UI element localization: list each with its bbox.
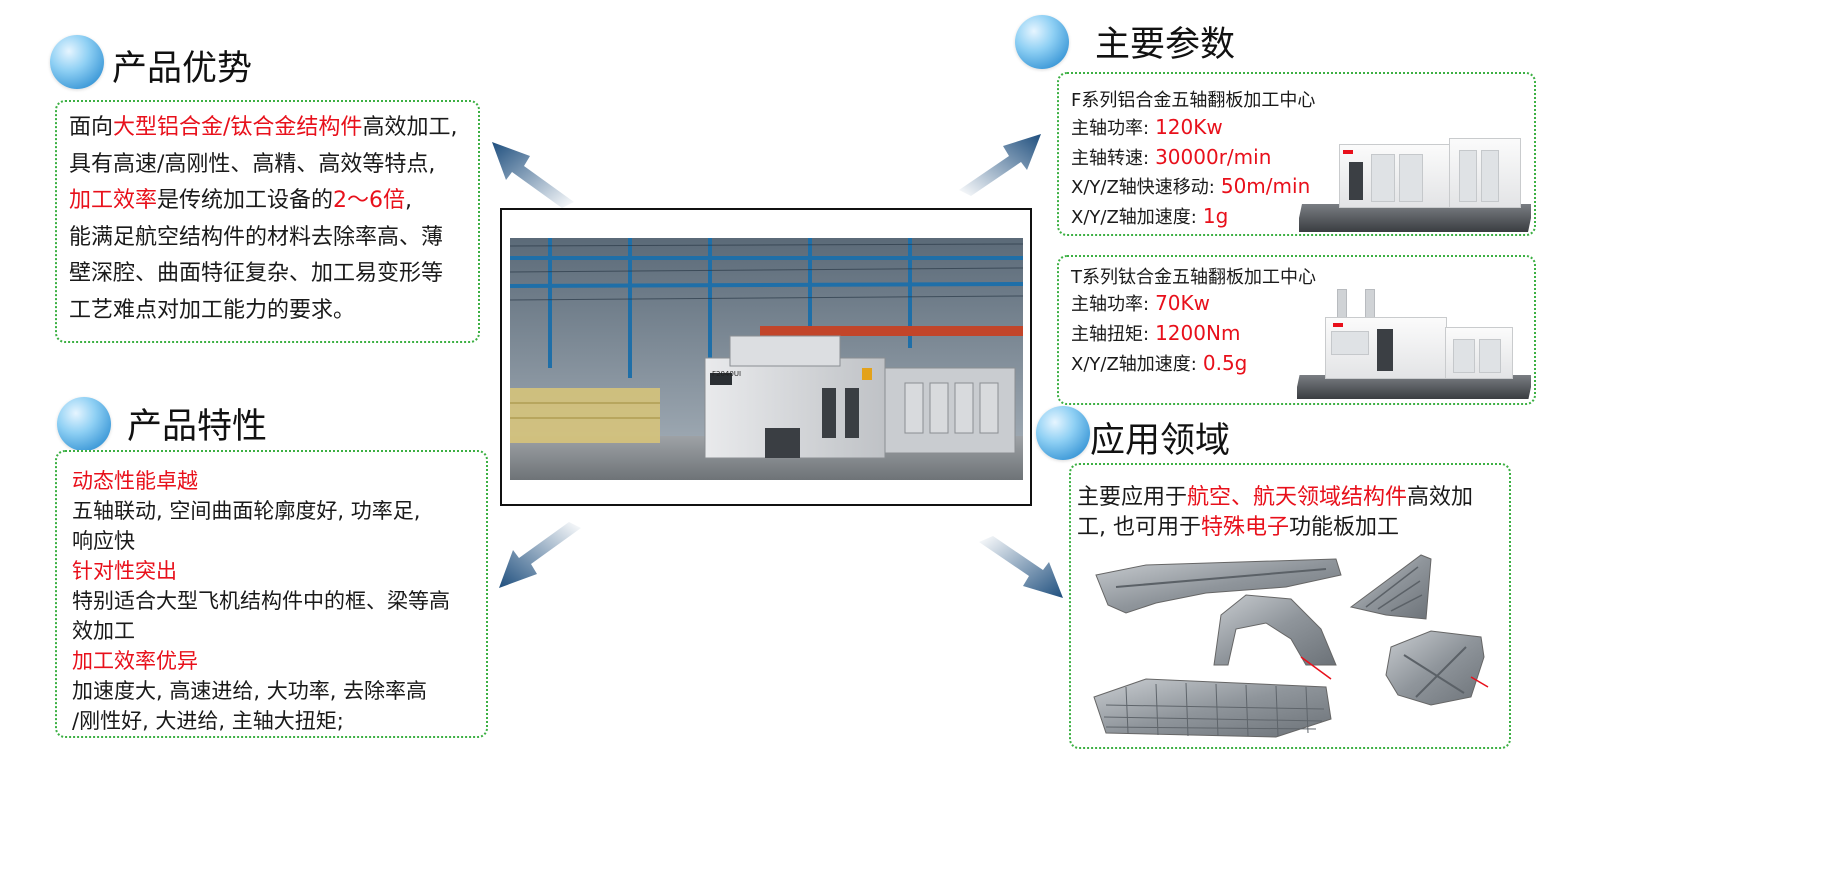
body-text: /刚性好, 大进给, 主轴大扭矩; [72, 709, 344, 733]
spec-row: X/Y/Z轴快速移动:50m/min [1071, 173, 1310, 203]
spec-label: X/Y/Z轴加速度: [1071, 206, 1197, 228]
text-line: 工, 也可用于特殊电子功能板加工 [1077, 513, 1473, 543]
text-line: 能满足航空结构件的材料去除率高、薄 [69, 220, 457, 257]
text-line: 特别适合大型飞机结构件中的框、梁等高 [72, 586, 450, 616]
spec-row: 主轴转速:30000r/min [1071, 144, 1310, 174]
applications-box: 主要应用于航空、航天领域结构件高效加工, 也可用于特殊电子功能板加工 [1069, 463, 1511, 749]
text-line: 动态性能卓越 [72, 466, 450, 496]
highlight-text: 加工效率优异 [72, 649, 198, 673]
text-line: 工艺难点对加工能力的要求。 [69, 293, 457, 330]
spec-label: X/Y/Z轴快速移动: [1071, 177, 1215, 198]
spec-value: 0.5g [1202, 351, 1248, 375]
highlight-text: 2～6倍 [333, 188, 406, 213]
spec-label: 主轴扭矩: [1071, 324, 1150, 345]
aerospace-parts-image [1093, 554, 1489, 738]
section-bullet-icon [50, 35, 104, 89]
body-text: 响应快 [72, 529, 135, 553]
body-text: 工, 也可用于 [1077, 515, 1201, 540]
body-text: 高效加 [1407, 485, 1474, 510]
arrow-down-right-icon [979, 536, 1063, 598]
spec-row: 主轴功率:120Kw [1071, 114, 1310, 144]
body-text: 主要应用于 [1077, 485, 1188, 510]
spec-row: 主轴功率:70Kw [1071, 290, 1247, 320]
text-line: 壁深腔、曲面特征复杂、加工易变形等 [69, 256, 457, 293]
section-bullet-icon [1015, 15, 1069, 69]
arrow-up-right-icon [959, 134, 1041, 196]
body-text: 效加工 [72, 619, 135, 643]
body-text: 能满足航空结构件的材料去除率高、薄 [69, 224, 444, 250]
parameters-title: 主要参数 [1095, 25, 1236, 65]
text-line: 五轴联动, 空间曲面轮廓度好, 功率足, [72, 496, 450, 526]
text-line: 加速度大, 高速进给, 大功率, 去除率高 [72, 676, 450, 706]
text-line: 响应快 [72, 526, 450, 556]
body-text: 是传统加工设备的 [157, 188, 334, 213]
features-box: 动态性能卓越五轴联动, 空间曲面轮廓度好, 功率足, 响应快针对性突出特别适合大型… [55, 450, 488, 738]
section-bullet-icon [1036, 406, 1090, 460]
spec-label: 主轴功率: [1071, 294, 1150, 315]
spec-value: 50m/min [1220, 174, 1311, 198]
body-text: 五轴联动, 空间曲面轮廓度好, 功率足, [72, 499, 421, 523]
highlight-text: 动态性能卓越 [72, 469, 198, 493]
text-line: /刚性好, 大进给, 主轴大扭矩; [72, 706, 450, 736]
spec-value: 1g [1202, 203, 1229, 228]
highlight-text: 加工效率 [69, 188, 158, 213]
body-text: 功能板加工 [1289, 515, 1400, 540]
t-series-name: T系列钛合金五轴翻板加工中心 [1071, 267, 1316, 288]
spec-label: 主轴功率: [1071, 118, 1150, 139]
text-line: 效加工 [72, 616, 450, 646]
body-text: 高效加工, [362, 115, 458, 140]
body-text: 加速度大, 高速进给, 大功率, 去除率高 [72, 679, 428, 703]
spec-row: X/Y/Z轴加速度:1g [1071, 203, 1310, 233]
body-text: 面向 [69, 115, 114, 140]
applications-text: 主要应用于航空、航天领域结构件高效加工, 也可用于特殊电子功能板加工 [1077, 483, 1473, 543]
body-text: 壁深腔、曲面特征复杂、加工易变形等 [69, 261, 444, 286]
f-series-machine-image [1299, 136, 1531, 232]
spec-label: X/Y/Z轴加速度: [1071, 354, 1197, 375]
spec-value: 120Kw [1155, 115, 1223, 139]
factory-machine-photo [510, 238, 1023, 480]
body-text: , [405, 188, 413, 213]
advantages-title: 产品优势 [112, 49, 253, 89]
features-title: 产品特性 [127, 407, 268, 447]
factory-photo-frame: F2040UI [500, 208, 1032, 506]
section-bullet-icon [57, 397, 111, 451]
machine-model-label: F2040UI [712, 370, 742, 378]
features-text: 动态性能卓越五轴联动, 空间曲面轮廓度好, 功率足, 响应快针对性突出特别适合大型… [72, 466, 450, 736]
body-text: 特别适合大型飞机结构件中的框、梁等高 [72, 589, 450, 613]
f-series-name: F系列铝合金五轴翻板加工中心 [1071, 90, 1316, 111]
arrow-down-left-icon [499, 522, 581, 588]
highlight-text: 针对性突出 [72, 559, 177, 583]
text-line: 针对性突出 [72, 556, 450, 586]
text-line: 面向大型铝合金/钛合金结构件高效加工, [69, 110, 457, 147]
text-line: 主要应用于航空、航天领域结构件高效加 [1077, 483, 1473, 513]
applications-title: 应用领域 [1090, 421, 1231, 461]
t-series-machine-image [1297, 287, 1531, 399]
advantages-box: 面向大型铝合金/钛合金结构件高效加工, 具有高速/高刚性、高精、高效等特点, 加工效… [55, 100, 480, 343]
spec-value: 30000r/min [1155, 144, 1272, 169]
highlight-text: 特殊电子 [1201, 515, 1290, 540]
body-text: 具有高速/高刚性、高精、高效等特点, [69, 151, 436, 177]
text-line: 加工效率优异 [72, 646, 450, 676]
spec-value: 70Kw [1155, 291, 1210, 315]
body-text: 工艺难点对加工能力的要求。 [69, 297, 356, 323]
spec-label: 主轴转速: [1071, 147, 1150, 169]
highlight-text: 大型铝合金/钛合金结构件 [113, 115, 363, 140]
spec-row: 主轴扭矩:1200Nm [1071, 320, 1247, 350]
arrow-up-left-icon [492, 142, 574, 208]
spec-value: 1200Nm [1155, 321, 1241, 345]
text-line: 加工效率是传统加工设备的2～6倍, [69, 183, 457, 220]
spec-row: X/Y/Z轴加速度:0.5g [1071, 350, 1247, 380]
highlight-text: 航空、航天领域结构件 [1187, 485, 1408, 510]
advantages-text: 面向大型铝合金/钛合金结构件高效加工, 具有高速/高刚性、高精、高效等特点, 加工效… [69, 110, 457, 329]
text-line: 具有高速/高刚性、高精、高效等特点, [69, 147, 457, 184]
